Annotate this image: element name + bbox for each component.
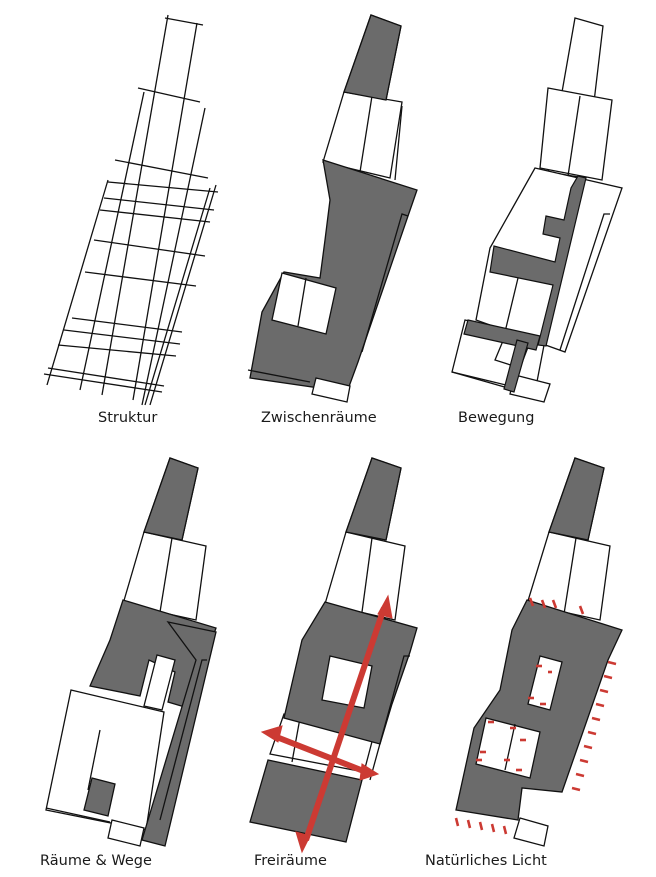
light-fill bbox=[455, 457, 623, 847]
caption-freiraeume: Freiräume bbox=[254, 853, 327, 869]
caption-natuerliches-licht: Natürliches Licht bbox=[425, 853, 547, 869]
daylight-ticks bbox=[454, 597, 617, 835]
caption-raeume-wege: Räume & Wege bbox=[40, 853, 152, 869]
caption-zwischenraeume: Zwischenräume bbox=[261, 410, 377, 426]
caption-struktur: Struktur bbox=[98, 410, 158, 426]
spaces-fill bbox=[83, 457, 217, 847]
axis-arrows bbox=[260, 594, 393, 854]
freiraum-fill bbox=[249, 457, 418, 843]
caption-bewegung: Bewegung bbox=[458, 410, 535, 426]
zwischenraum-fill bbox=[247, 14, 418, 403]
circulation-path bbox=[463, 175, 587, 393]
structural-grid bbox=[43, 14, 219, 406]
